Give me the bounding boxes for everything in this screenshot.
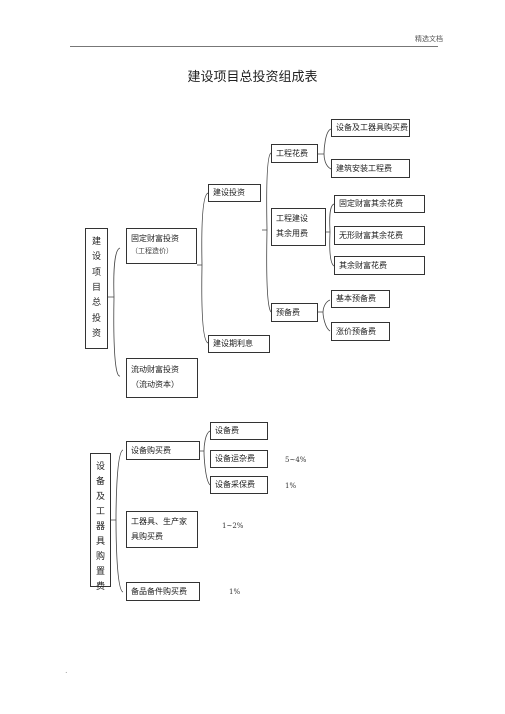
procurement-leaf: 设备采保费 [210, 476, 268, 494]
header-rule [70, 46, 438, 47]
transport-leaf: 设备运杂费 [210, 450, 268, 468]
spare-parts-label: 备品备件购买费 [131, 587, 187, 596]
root-char: 具 [95, 537, 105, 547]
root-char: 资 [91, 328, 101, 339]
root-char: 工 [95, 507, 105, 517]
price-reserve-label: 涨价预备费 [336, 327, 376, 336]
page-title: 建设项目总投资组成表 [187, 70, 318, 85]
fixed-assets-sub: （工程造价） [131, 247, 173, 255]
equipment-fee-label: 设备费 [215, 426, 239, 435]
basic-reserve-leaf: 基本预备费 [331, 290, 390, 308]
other-assets-label: 其余财富花费 [339, 261, 387, 270]
tools-percent: 1~2% [222, 522, 244, 530]
other-costs-label-2: 其余用费 [276, 229, 308, 238]
root-char: 设 [95, 462, 105, 472]
root-char: 目 [91, 282, 101, 293]
fixed-other-leaf: 固定财富其余花费 [334, 195, 425, 213]
working-capital-box: 流动财富投资 （流动资本） [126, 358, 198, 398]
equipment-fee-leaf: 设备费 [210, 422, 268, 440]
construction-interest-label: 建设期利息 [213, 339, 253, 348]
root-char: 及 [95, 492, 105, 502]
equipment-purchase-box: 设备购买费 [126, 441, 200, 460]
intangible-label: 无形财富其余花费 [339, 231, 403, 240]
spare-parts-percent: 1% [229, 588, 241, 596]
installation-leaf: 建筑安装工程费 [331, 159, 410, 178]
header-doc-label: 精选文档 [415, 35, 443, 43]
basic-reserve-label: 基本预备费 [336, 294, 376, 303]
other-costs-label: 工程建设 [276, 214, 308, 223]
tools-purchase-label: 工器具、生产家 [131, 517, 187, 526]
root-char: 投 [91, 313, 101, 324]
root-char: 器 [95, 522, 105, 532]
fixed-assets-label: 固定财富投资 [131, 234, 179, 243]
root-char: 置 [95, 567, 105, 577]
engineering-cost-box: 工程花费 [271, 144, 318, 163]
fixed-other-label: 固定财富其余花费 [339, 199, 403, 208]
engineering-cost-label: 工程花费 [276, 149, 308, 158]
tools-purchase-label-2: 具购买费 [131, 532, 163, 541]
reserve-label: 预备费 [276, 308, 300, 317]
spare-parts-box: 备品备件购买费 [126, 582, 200, 601]
equipment-cost-root: 设 备 及 工 器 具 购 置 费 [90, 453, 111, 592]
price-reserve-leaf: 涨价预备费 [331, 322, 390, 341]
equipment-purchase-leaf: 设备及工器具购买费 [331, 119, 410, 137]
root-char: 项 [91, 267, 101, 278]
reserve-box: 预备费 [271, 303, 318, 322]
footer-dot: . [65, 666, 68, 675]
construction-investment-box: 建设投资 [208, 184, 261, 202]
working-capital-label: 流动财富投资 [131, 365, 179, 374]
construction-investment-label: 建设投资 [213, 188, 245, 197]
root-char: 购 [95, 552, 105, 562]
construction-interest-box: 建设期利息 [208, 335, 270, 353]
tools-purchase-box: 工器具、生产家 具购买费 [126, 511, 198, 548]
installation-label: 建筑安装工程费 [336, 164, 392, 173]
equipment-purchase-label: 设备购买费 [131, 446, 171, 455]
root-char: 费 [95, 582, 105, 592]
procurement-percent: 1% [285, 482, 297, 490]
transport-label: 设备运杂费 [215, 454, 255, 463]
total-investment-root: 建 设 项 目 总 投 资 [85, 228, 108, 349]
working-capital-sub: （流动资本） [131, 380, 179, 389]
equipment-purchase-label: 设备及工器具购买费 [336, 123, 408, 132]
transport-percent: 5~4% [285, 456, 307, 464]
root-char: 备 [95, 477, 105, 487]
root-char: 设 [91, 252, 101, 263]
other-assets-leaf: 其余财富花费 [334, 256, 425, 275]
root-char: 总 [91, 298, 101, 309]
root-char: 建 [91, 237, 101, 247]
other-costs-box: 工程建设 其余用费 [271, 208, 326, 246]
intangible-leaf: 无形财富其余花费 [334, 226, 425, 245]
procurement-label: 设备采保费 [215, 480, 255, 489]
fixed-assets-box: 固定财富投资 （工程造价） [126, 228, 197, 264]
